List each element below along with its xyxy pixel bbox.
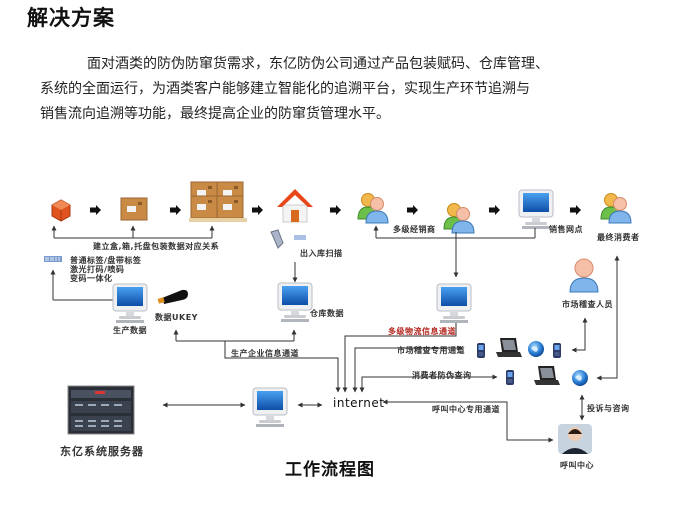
distributors-label: 多级经销商 xyxy=(393,225,436,234)
logistics-channel-line xyxy=(342,323,457,393)
market-channel-line xyxy=(352,345,463,393)
gateway-monitor-icon xyxy=(252,387,288,428)
inspector-person-icon xyxy=(569,258,599,293)
logistics-monitor-icon xyxy=(436,283,472,324)
barcode-scanner-icon xyxy=(270,229,306,249)
diagram-title: 工作流程图 xyxy=(285,460,375,480)
intro-line-1: 面对酒类的防伪防窜货需求，东亿防伪公司通过产品包装赋码、仓库管理、 xyxy=(87,56,549,72)
enterprise-channel-label: 生产企业信息通道 xyxy=(231,349,299,358)
logistics-channel-label: 多级物流信息通道 xyxy=(388,327,456,336)
page-heading: 解决方案 xyxy=(27,6,115,30)
flow-arrow-icon xyxy=(252,205,263,215)
callcenter-channel-line xyxy=(382,399,554,443)
barcode-label-icon xyxy=(44,256,62,262)
intro-paragraph: 面对酒类的防伪防窜货需求，东亿防伪公司通过产品包装赋码、仓库管理、 系统的全面运… xyxy=(40,52,660,127)
package-relation-connector xyxy=(51,225,215,239)
pallet-boxes-icon xyxy=(189,181,247,222)
flow-arrow-icon xyxy=(570,205,581,215)
market-inspector-label: 市场稽查人员 xyxy=(562,300,613,309)
laptop-icon xyxy=(534,366,560,385)
product-cube-icon xyxy=(51,199,71,222)
package-relation-label: 建立盒,箱,托盘包装数据对应关系 xyxy=(93,242,220,251)
label-type-1: 普通标签/盘带标签 xyxy=(70,256,142,265)
globe-icon xyxy=(528,341,544,357)
intro-line-3: 销售流向追溯等功能，最终提高企业的防窜货管理水平。 xyxy=(40,106,390,122)
consumer-query-label: 消费者防伪查询 xyxy=(412,371,472,380)
warehouse-monitor-icon xyxy=(277,282,313,323)
label-type-2: 激光打码/喷码 xyxy=(70,265,125,274)
flow-arrow-icon xyxy=(330,205,341,215)
distributor-people-icon xyxy=(357,193,389,224)
internet-label: internet xyxy=(333,396,385,410)
enterprise-connector xyxy=(173,329,341,393)
consumer-people-icon xyxy=(600,193,632,224)
flow-arrow-icon xyxy=(170,205,181,215)
phone-icon xyxy=(477,343,485,358)
consumer-globe-line xyxy=(596,340,618,381)
call-center-label: 呼叫中心 xyxy=(560,461,594,470)
flow-arrow-icon xyxy=(90,205,101,215)
warehouse-data-label: 仓库数据 xyxy=(310,309,344,318)
production-data-label: 生产数据 xyxy=(113,326,147,335)
inspector-line xyxy=(571,317,588,353)
consumer-query-line xyxy=(359,374,498,393)
intro-line-2: 系统的全面运行，为酒类客户能够建立智能化的追溯平台，实现生产环节追溯与 xyxy=(40,81,530,97)
callcenter-channel-label: 呼叫中心专用通道 xyxy=(432,405,500,414)
server-rack-icon xyxy=(67,385,135,435)
data-ukey-label: 数据UKEY xyxy=(155,313,198,322)
call-center-agent-icon xyxy=(558,424,592,454)
sales-outlet-label: 销售网点 xyxy=(549,225,583,234)
distributor-people-icon xyxy=(443,203,475,234)
laptop-icon xyxy=(496,338,522,357)
warehouse-house-icon xyxy=(277,189,313,223)
flow-arrow-icon xyxy=(407,205,418,215)
carton-box-icon xyxy=(120,197,148,221)
distributor-connector xyxy=(373,225,536,278)
phone-icon xyxy=(553,343,561,358)
usb-ukey-icon xyxy=(157,289,188,304)
warehouse-scan-label: 出入库扫描 xyxy=(300,249,343,258)
complaint-label: 投诉与咨询 xyxy=(587,404,630,413)
phone-icon xyxy=(506,370,514,385)
label-type-3: 变码一体化 xyxy=(70,274,113,283)
globe-icon xyxy=(572,370,588,386)
market-channel-label: 市场稽查专用通道 xyxy=(397,346,465,355)
sales-outlet-monitor-icon xyxy=(518,189,554,230)
production-monitor-icon xyxy=(112,283,148,324)
server-label: 东亿系统服务器 xyxy=(60,445,144,458)
flow-arrow-icon xyxy=(489,205,500,215)
final-consumer-label: 最终消费者 xyxy=(597,233,640,242)
